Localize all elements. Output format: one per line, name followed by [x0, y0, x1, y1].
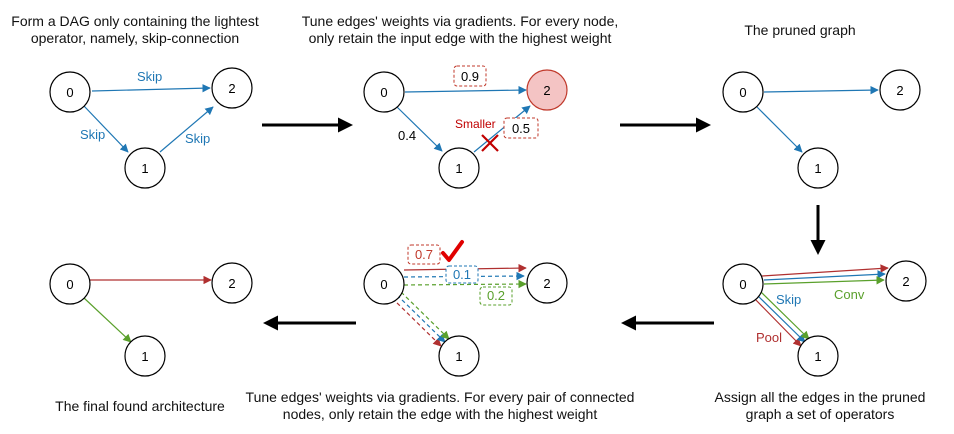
- node-1-label: 1: [455, 161, 462, 176]
- edge-0-1: [396, 106, 443, 152]
- label-smaller: Smaller: [455, 117, 496, 131]
- edge-1-2: [473, 105, 531, 153]
- edge-0-2: [763, 85, 879, 95]
- edge-0-1-c: [400, 291, 450, 340]
- weight-conv: 0.7: [415, 247, 433, 262]
- node-0-label: 0: [739, 85, 746, 100]
- caption-step6: The final found architecture: [55, 398, 225, 414]
- op-label-conv: Conv: [834, 287, 865, 302]
- node-2-label: 2: [902, 274, 909, 289]
- weight-box-02: [453, 65, 487, 87]
- node-1-label: 1: [141, 349, 148, 364]
- cross-icon: [481, 134, 499, 152]
- node-1: [124, 335, 166, 377]
- node-0-label: 0: [66, 277, 73, 292]
- node-0: [722, 71, 764, 113]
- edge-0-2-skip: [403, 271, 525, 281]
- node-0-label: 0: [739, 277, 746, 292]
- node-2: [885, 260, 927, 302]
- caption-step4: Assign all the edges in the pruned graph…: [714, 389, 926, 422]
- panel-6: 0 1 2: [49, 262, 253, 377]
- node-2: [211, 262, 253, 304]
- op-label-skip: Skip: [776, 292, 801, 307]
- caption-step2: Tune edges' weights via gradients. For e…: [301, 13, 619, 46]
- node-0: [722, 263, 764, 305]
- edge-0-2-skip: [763, 270, 886, 281]
- panel-2: 0.9 0.4 Smaller 0.5 0 1 2: [363, 65, 568, 189]
- node-1-label: 1: [141, 161, 148, 176]
- node-0: [363, 263, 405, 305]
- node-0-label: 0: [380, 85, 387, 100]
- node-2-highlighted: [526, 69, 568, 111]
- node-2-label: 2: [228, 81, 235, 96]
- edge-0-1-a: [391, 297, 442, 347]
- node-0-label: 0: [66, 85, 73, 100]
- node-1-label: 1: [814, 161, 821, 176]
- panel-5: 0.7 0.1 0.2 0 1 2: [363, 240, 568, 377]
- op-label-pool: Pool: [756, 330, 782, 345]
- weight-pool: 0.2: [487, 288, 505, 303]
- weight-box-skip: [445, 265, 479, 284]
- edge-0-1-conv: [760, 291, 810, 340]
- edge-0-2: [91, 83, 211, 93]
- checkmark-icon: [441, 240, 464, 262]
- edge-1-2: [159, 106, 214, 153]
- node-2-label: 2: [543, 276, 550, 291]
- node-1: [438, 147, 480, 189]
- caption-step1: Form a DAG only containing the lightest …: [11, 13, 259, 46]
- edge-label-skip-01: Skip: [80, 127, 105, 142]
- caption-step5: Tune edges' weights via gradients. For e…: [245, 389, 635, 422]
- edge-0-1-pool: [752, 296, 802, 347]
- node-0: [363, 71, 405, 113]
- edge-0-1: [83, 105, 129, 153]
- edge-0-1-skip: [756, 294, 806, 343]
- edge-0-1: [83, 297, 132, 343]
- panel-4: Skip Conv Pool 0 1 2: [722, 260, 927, 377]
- weight-box-conv: [407, 244, 441, 265]
- node-2-label: 2: [543, 83, 550, 98]
- edge-0-2-pool: [403, 279, 527, 289]
- weight-box-pool: [479, 286, 513, 306]
- edge-0-2-pool: [761, 264, 889, 277]
- node-0: [49, 71, 91, 113]
- node-2-label: 2: [896, 83, 903, 98]
- node-2: [526, 262, 568, 304]
- node-1: [797, 335, 839, 377]
- node-1: [797, 147, 839, 189]
- edge-0-1-b: [396, 294, 446, 343]
- node-1-label: 1: [455, 349, 462, 364]
- node-2: [211, 67, 253, 109]
- weight-skip: 0.1: [453, 267, 471, 282]
- edge-0-1: [756, 106, 803, 153]
- caption-step3: The pruned graph: [744, 22, 856, 38]
- edge-0-2-conv: [763, 276, 885, 285]
- weight-box-12: [503, 117, 539, 139]
- panel-3: 0 1 2: [722, 69, 921, 189]
- weight-12: 0.5: [512, 121, 530, 136]
- weight-01: 0.4: [398, 128, 416, 143]
- edge-0-2: [404, 85, 527, 95]
- edge-label-skip-02: Skip: [137, 69, 162, 84]
- node-2: [879, 69, 921, 111]
- node-1: [438, 335, 480, 377]
- node-0: [49, 263, 91, 305]
- panel-1: Skip Skip Skip 0 1 2: [49, 67, 253, 189]
- node-0-label: 0: [380, 277, 387, 292]
- node-2-label: 2: [228, 276, 235, 291]
- edge-label-skip-12: Skip: [185, 131, 210, 146]
- weight-02: 0.9: [461, 69, 479, 84]
- node-1-label: 1: [814, 349, 821, 364]
- node-1: [124, 147, 166, 189]
